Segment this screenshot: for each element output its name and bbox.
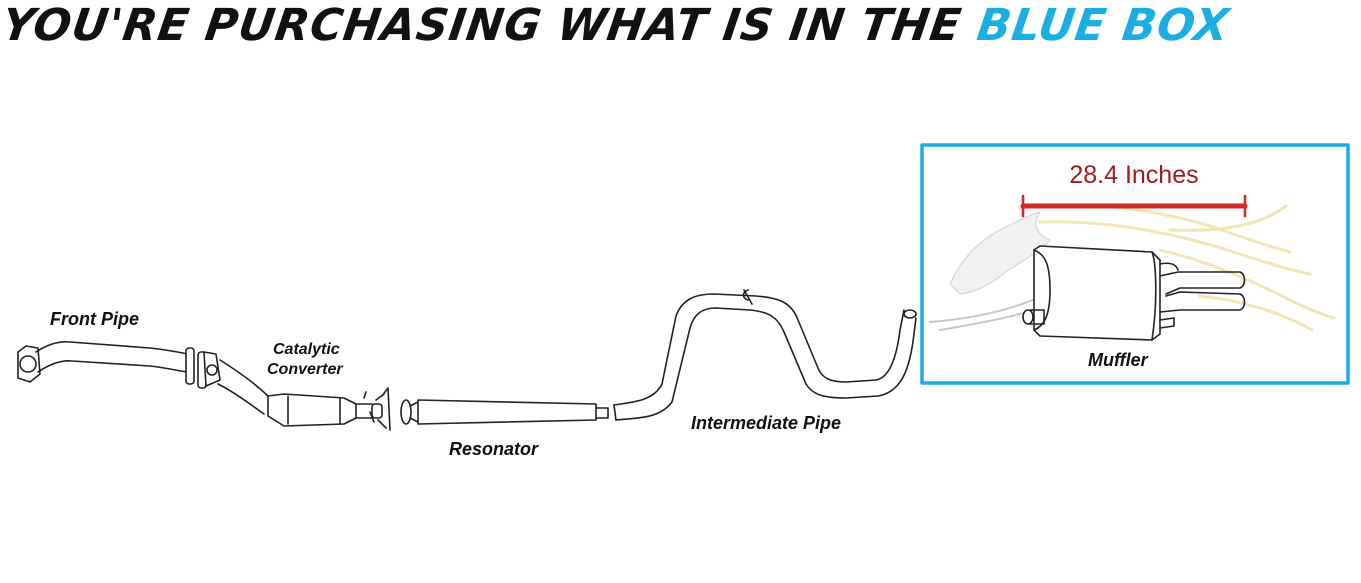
- dimension-text: 28.4 Inches: [1069, 161, 1198, 189]
- catalytic-converter-part: [197, 351, 391, 431]
- dimension-line: [1020, 194, 1248, 218]
- exhaust-diagram: Front Pipe Catalytic Converter Resonator…: [17, 143, 1350, 459]
- intermediate-pipe-part: [613, 289, 917, 421]
- catalytic-label-line2: Converter: [267, 361, 343, 378]
- catalytic-label-line1: Catalytic: [273, 341, 340, 358]
- headline-part1: YOU'RE PURCHASING WHAT IS IN THE: [0, 0, 965, 51]
- headline-blue-box: BLUE BOX: [973, 0, 1233, 51]
- headline: YOU'RE PURCHASING WHAT IS IN THE BLUE BO…: [0, 0, 1356, 52]
- front-pipe-part: [17, 341, 195, 385]
- muffler-label: Muffler: [1088, 350, 1149, 370]
- resonator-part: [400, 399, 609, 425]
- blue-box-frame: [920, 143, 1350, 385]
- intermediate-pipe-label: Intermediate Pipe: [691, 413, 841, 433]
- muffler-part: [929, 203, 1336, 341]
- resonator-label: Resonator: [449, 439, 539, 459]
- front-pipe-label: Front Pipe: [50, 309, 139, 329]
